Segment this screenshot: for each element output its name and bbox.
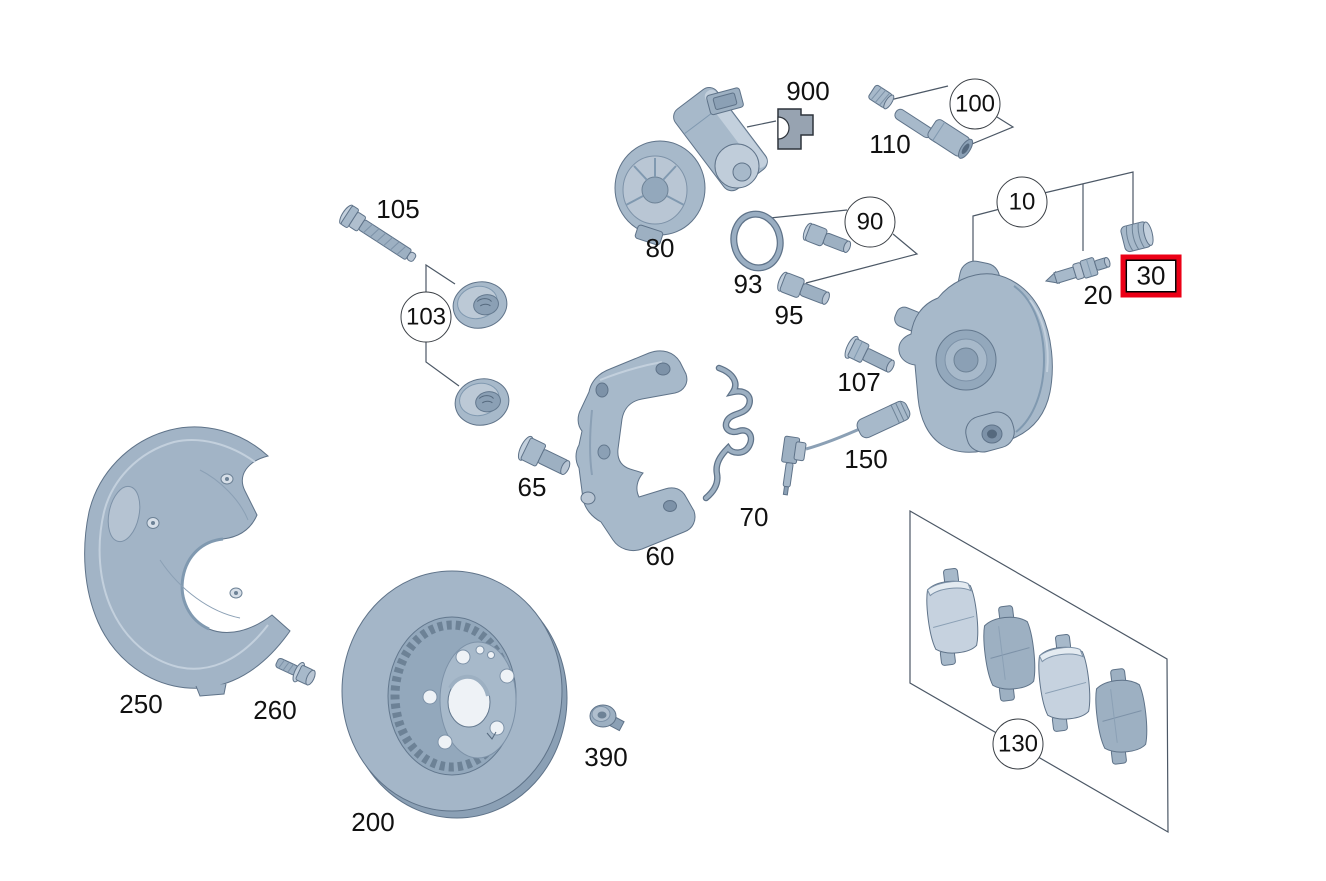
part-label-brake-pad-set[interactable]: 130	[992, 718, 1044, 770]
part-label-brake-disc[interactable]: 200	[351, 807, 395, 837]
o-ring-drawing[interactable]	[729, 210, 785, 272]
splash-shield-drawing[interactable]	[84, 426, 291, 697]
pad-spring-drawing[interactable]	[702, 364, 755, 502]
caliper-carrier-drawing[interactable]	[575, 350, 696, 552]
part-label-guide-bolt[interactable]: 95	[774, 300, 804, 330]
hub-bolt-drawing[interactable]	[337, 203, 420, 268]
part-label-carrier-bolt[interactable]: 65	[517, 472, 547, 502]
caliper-bolt-drawing[interactable]	[842, 335, 898, 379]
carrier-bolt-drawing[interactable]	[516, 434, 575, 480]
part-label-caliper-carrier[interactable]: 60	[645, 541, 675, 571]
guide-bolt-drawing[interactable]	[776, 271, 833, 309]
part-label-bleed-screw[interactable]: 20	[1083, 280, 1113, 310]
actuator-motor-drawing[interactable]	[614, 84, 771, 246]
part-label-caliper-bolt[interactable]: 107	[837, 367, 881, 397]
brake-caliper-drawing[interactable]	[892, 258, 1053, 455]
flange-nut-lower-drawing[interactable]	[451, 374, 513, 430]
part-label-pad-retaining-spring[interactable]: 70	[739, 502, 769, 532]
part-label-guide-pin-kit[interactable]: 100	[949, 78, 1001, 130]
part-label-connector-plug[interactable]: 900	[786, 76, 830, 106]
part-label-o-ring[interactable]: 93	[733, 269, 763, 299]
part-label-wear-sensor[interactable]: 150	[844, 444, 888, 474]
flange-nut-upper-drawing[interactable]	[449, 277, 511, 333]
part-label-splash-shield[interactable]: 250	[119, 689, 163, 719]
guide-pin-parts-drawing[interactable]	[868, 84, 976, 160]
shield-bolt-drawing[interactable]	[273, 652, 319, 688]
wear-sensor-drawing[interactable]	[777, 399, 912, 496]
disc-set-screw-drawing[interactable]	[589, 704, 625, 732]
leader-lines	[425, 85, 1134, 387]
connector-plug-drawing[interactable]	[777, 108, 814, 150]
part-label-actuator-motor[interactable]: 80	[645, 233, 675, 263]
part-label-hub-bolt[interactable]: 105	[376, 194, 420, 224]
bleed-screw-cap-drawing[interactable]	[1120, 220, 1155, 253]
guide-bolt-small-drawing[interactable]	[801, 222, 853, 256]
part-label-guide-pin[interactable]: 110	[869, 129, 911, 159]
part-label-flange-nut[interactable]: 103	[400, 291, 452, 343]
part-label-disc-set-screw[interactable]: 390	[584, 742, 628, 772]
part-label-brake-caliper[interactable]: 10	[996, 176, 1048, 228]
bleed-screw-drawing[interactable]	[1043, 253, 1112, 290]
part-label-guide-bolt-kit[interactable]: 90	[844, 196, 896, 248]
part-label-shield-bolt[interactable]: 260	[253, 695, 297, 725]
brake-disc-drawing[interactable]	[341, 570, 568, 819]
pad-set-frame	[909, 509, 1169, 834]
part-label-bleed-screw-cap[interactable]: 30	[1120, 254, 1182, 298]
